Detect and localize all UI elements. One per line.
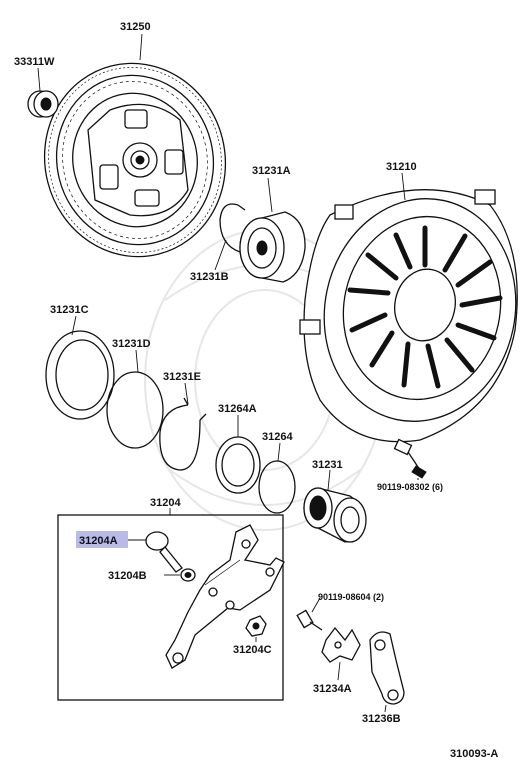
label-90119-08604[interactable]: 90119-08604 (2) xyxy=(318,592,384,602)
leader-31210 xyxy=(401,172,406,201)
ring-31231C[interactable] xyxy=(45,330,115,420)
ring-31231D[interactable] xyxy=(106,371,164,449)
label-31250[interactable]: 31250 xyxy=(120,21,151,33)
leader-31231E xyxy=(184,382,189,405)
assembly-box-31204 xyxy=(57,514,284,701)
label-31264[interactable]: 31264 xyxy=(262,431,293,443)
diagram-id: 310093-A xyxy=(450,748,498,760)
hub-31231A[interactable] xyxy=(239,211,306,283)
nut-31204C[interactable] xyxy=(245,615,267,637)
leader-31231B xyxy=(214,239,227,271)
label-90119-08302[interactable]: 90119-08302 (6) xyxy=(377,482,443,492)
label-31210[interactable]: 31210 xyxy=(386,161,417,173)
bolt-90119-08302[interactable] xyxy=(393,438,427,479)
leader-31231A xyxy=(267,177,273,213)
label-31231B[interactable]: 31231B xyxy=(190,271,229,283)
label-31204A[interactable]: 31204A xyxy=(79,535,118,547)
label-31231D[interactable]: 31231D xyxy=(112,338,151,350)
label-31231[interactable]: 31231 xyxy=(312,459,343,471)
label-31231E[interactable]: 31231E xyxy=(163,371,201,383)
leader-33311W xyxy=(37,67,41,92)
label-31236B[interactable]: 31236B xyxy=(362,713,401,725)
label-31234A[interactable]: 31234A xyxy=(313,683,352,695)
leader-31250 xyxy=(139,33,143,61)
label-31204[interactable]: 31204 xyxy=(150,497,181,509)
leader-90119-08604 xyxy=(311,597,321,613)
pilot-bearing-33311W[interactable] xyxy=(27,90,59,118)
leader-31231 xyxy=(327,469,331,491)
release-bearing-31231[interactable] xyxy=(303,487,367,543)
label-31204B[interactable]: 31204B xyxy=(108,570,147,582)
label-31231C[interactable]: 31231C xyxy=(50,304,89,316)
pivot-ball-31204A[interactable] xyxy=(145,531,183,573)
label-31231A[interactable]: 31231A xyxy=(252,165,291,177)
shim-31264A[interactable] xyxy=(215,436,261,494)
pressure-plate-31210[interactable] xyxy=(299,181,525,443)
bolt-90119-08604[interactable] xyxy=(296,609,323,631)
bracket-31236B[interactable] xyxy=(369,631,405,705)
highlight-31204A xyxy=(76,531,128,548)
clip-31204B[interactable] xyxy=(180,568,196,582)
leader-31231C xyxy=(71,315,77,336)
snap-ring-31231E[interactable] xyxy=(159,397,207,471)
label-33311W[interactable]: 33311W xyxy=(14,56,55,68)
leader-31234A xyxy=(337,661,341,681)
snap-ring-31231B[interactable] xyxy=(219,203,246,253)
clutch-disc-31250[interactable] xyxy=(24,44,246,276)
label-31204C[interactable]: 31204C xyxy=(233,644,272,656)
clip-plate-31234A[interactable] xyxy=(321,626,361,663)
leader-31231D xyxy=(135,349,139,373)
release-fork-31204[interactable] xyxy=(165,524,285,669)
label-31264A[interactable]: 31264A xyxy=(218,403,257,415)
shim-31264[interactable] xyxy=(258,460,296,514)
leader-31236B xyxy=(384,704,387,713)
leader-31264 xyxy=(277,442,281,462)
